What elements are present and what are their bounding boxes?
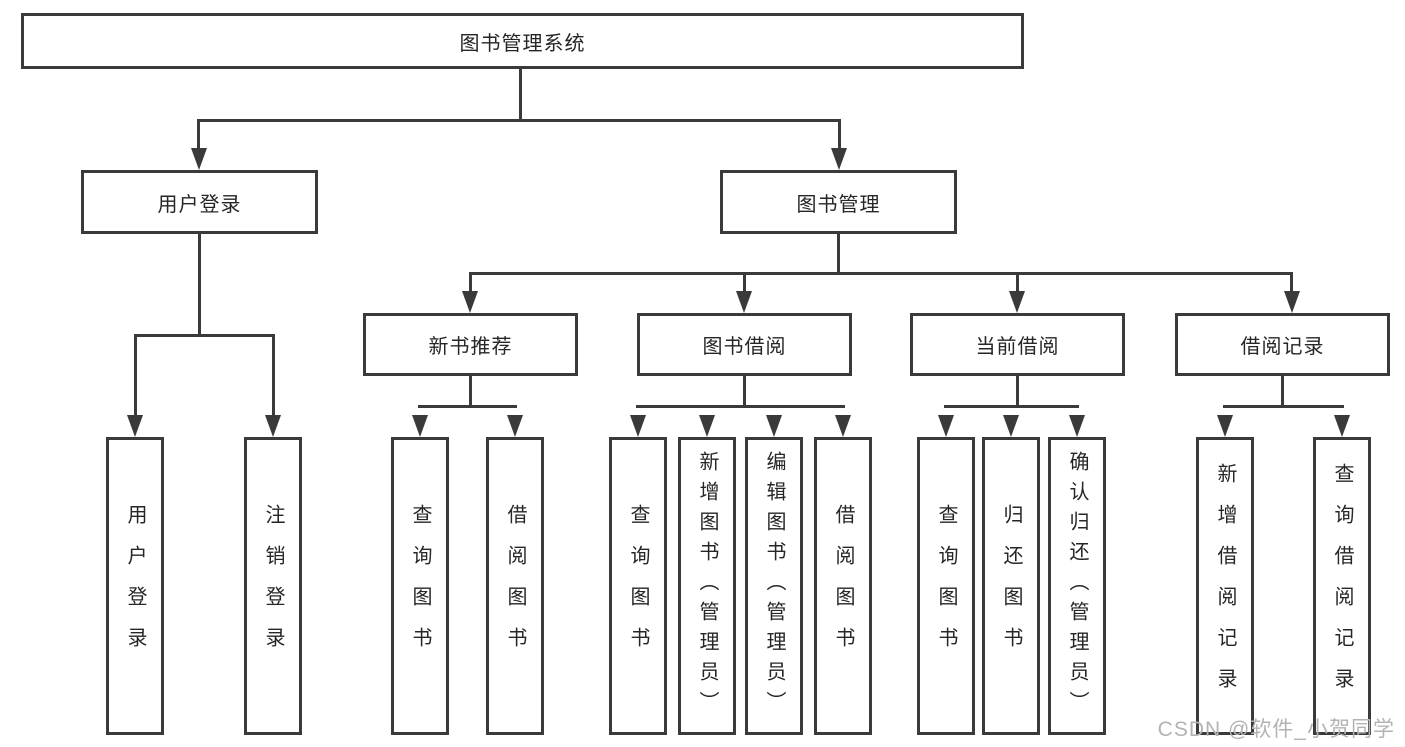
connector-drop <box>1016 272 1019 294</box>
leaf-query-borrow-record: 查询借阅记录 <box>1313 437 1371 735</box>
connector-bar <box>134 334 275 337</box>
leaf-add-books-admin: 新增图书（管理员） <box>678 437 736 735</box>
leaf-label: 查询图书 <box>409 504 431 668</box>
leaf-label: 借阅图书 <box>504 504 526 668</box>
arrowhead-down-icon <box>630 415 646 437</box>
connector-drop <box>1290 272 1293 294</box>
arrowhead-down-icon <box>1334 415 1350 437</box>
connector-drop <box>743 272 746 294</box>
arrowhead-down-icon <box>835 415 851 437</box>
arrowhead-down-icon <box>127 415 143 437</box>
node-book-borrow: 图书借阅 <box>637 313 852 376</box>
node-borrow-records: 借阅记录 <box>1175 313 1390 376</box>
arrowhead-down-icon <box>1009 291 1025 313</box>
arrowhead-down-icon <box>1284 291 1300 313</box>
leaf-add-borrow-record: 新增借阅记录 <box>1196 437 1254 735</box>
leaf-return-books: 归还图书 <box>982 437 1040 735</box>
connector-bar <box>636 405 845 408</box>
arrowhead-down-icon <box>938 415 954 437</box>
leaf-logout: 注销登录 <box>244 437 302 735</box>
leaf-label: 查询图书 <box>935 504 957 668</box>
arrowhead-down-icon <box>191 148 207 170</box>
arrowhead-down-icon <box>699 415 715 437</box>
node-new-book-recommend: 新书推荐 <box>363 313 578 376</box>
connector-stem <box>1016 376 1019 408</box>
arrowhead-down-icon <box>1069 415 1085 437</box>
leaf-label: 新增借阅记录 <box>1214 463 1236 709</box>
connector-root-bar <box>197 119 841 122</box>
node-user-login: 用户登录 <box>81 170 318 234</box>
leaf-borrow-books-2: 借阅图书 <box>814 437 872 735</box>
leaf-query-books-3: 查询图书 <box>917 437 975 735</box>
connector-drop <box>197 119 200 152</box>
connector-bar <box>944 405 1079 408</box>
leaf-label: 查询图书 <box>627 504 649 668</box>
leaf-label: 用户登录 <box>124 504 146 668</box>
connector-stem <box>1281 376 1284 408</box>
connector-drop <box>838 119 841 152</box>
node-book-management: 图书管理 <box>720 170 957 234</box>
arrowhead-down-icon <box>1217 415 1233 437</box>
connector-drop <box>469 272 472 294</box>
leaf-label: 查询借阅记录 <box>1331 463 1353 709</box>
leaf-label: 新增图书（管理员） <box>696 451 718 721</box>
arrowhead-down-icon <box>265 415 281 437</box>
leaf-label: 归还图书 <box>1000 504 1022 668</box>
leaf-confirm-return-admin: 确认归还（管理员） <box>1048 437 1106 735</box>
connector-stem <box>198 234 201 337</box>
arrowhead-down-icon <box>831 148 847 170</box>
watermark: CSDN @软件_小贺同学 <box>1157 718 1395 741</box>
arrowhead-down-icon <box>736 291 752 313</box>
leaf-query-books-1: 查询图书 <box>391 437 449 735</box>
connector-bar <box>418 405 517 408</box>
node-root: 图书管理系统 <box>21 13 1024 69</box>
connector-stem <box>837 234 840 275</box>
leaf-query-books-2: 查询图书 <box>609 437 667 735</box>
connector-root-stem <box>519 69 522 121</box>
leaf-label: 确认归还（管理员） <box>1066 451 1088 721</box>
leaf-user-login: 用户登录 <box>106 437 164 735</box>
arrowhead-down-icon <box>766 415 782 437</box>
connector-bar <box>469 272 1293 275</box>
connector-stem <box>469 376 472 408</box>
leaf-label: 借阅图书 <box>832 504 854 668</box>
leaf-borrow-books-1: 借阅图书 <box>486 437 544 735</box>
arrowhead-down-icon <box>507 415 523 437</box>
connector-drop <box>272 334 275 419</box>
connector-bar <box>1223 405 1344 408</box>
leaf-label: 注销登录 <box>262 504 284 668</box>
node-current-borrow: 当前借阅 <box>910 313 1125 376</box>
arrowhead-down-icon <box>462 291 478 313</box>
leaf-label: 编辑图书（管理员） <box>763 451 785 721</box>
arrowhead-down-icon <box>1003 415 1019 437</box>
connector-drop <box>134 334 137 419</box>
connector-stem <box>743 376 746 408</box>
arrowhead-down-icon <box>412 415 428 437</box>
leaf-edit-books-admin: 编辑图书（管理员） <box>745 437 803 735</box>
